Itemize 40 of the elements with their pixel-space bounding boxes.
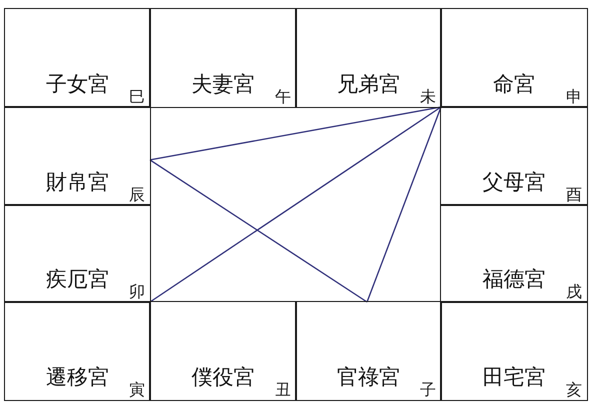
palace-cell [295,301,442,401]
palace-name: 父母宮 [482,172,546,193]
earthly-branch: 子 [420,382,436,398]
palace-cell [4,301,151,401]
palace-cell [295,8,442,108]
palace-cell [4,106,151,206]
earthly-branch: 未 [420,89,436,105]
palace-name: 疾厄宮 [46,269,109,290]
palace-name: 僕役宮 [192,367,254,388]
palace-cell [440,8,588,108]
palace-cell [149,301,297,401]
palace-cell [440,106,588,206]
palace-name: 福德宮 [482,269,546,290]
palace-name: 兄弟宮 [337,74,400,95]
earthly-branch: 卯 [129,284,145,300]
earthly-branch: 午 [275,89,291,105]
palace-name: 財帛宮 [46,172,109,193]
palace-name: 夫妻宮 [192,74,254,95]
palace-cell [440,301,588,401]
palace-cell [4,8,151,108]
palace-cell [149,8,297,108]
earthly-branch: 申 [566,89,582,105]
palace-name: 遷移宮 [46,367,109,388]
palace-name: 官祿宮 [337,367,400,388]
earthly-branch: 寅 [129,382,145,398]
connector-line [150,106,442,161]
earthly-branch: 酉 [566,187,582,203]
palace-name: 田宅宮 [482,367,546,388]
connector-line [150,159,368,303]
earthly-branch: 巳 [129,89,145,105]
earthly-branch: 辰 [129,187,145,203]
palace-cell [440,204,588,303]
connector-line [366,106,442,302]
earthly-branch: 戌 [566,284,582,300]
connector-line [150,106,442,303]
palace-name: 命宮 [493,74,535,95]
earthly-branch: 亥 [566,382,582,398]
palace-name: 子女宮 [46,74,109,95]
palace-cell [4,204,151,303]
earthly-branch: 丑 [275,382,291,398]
